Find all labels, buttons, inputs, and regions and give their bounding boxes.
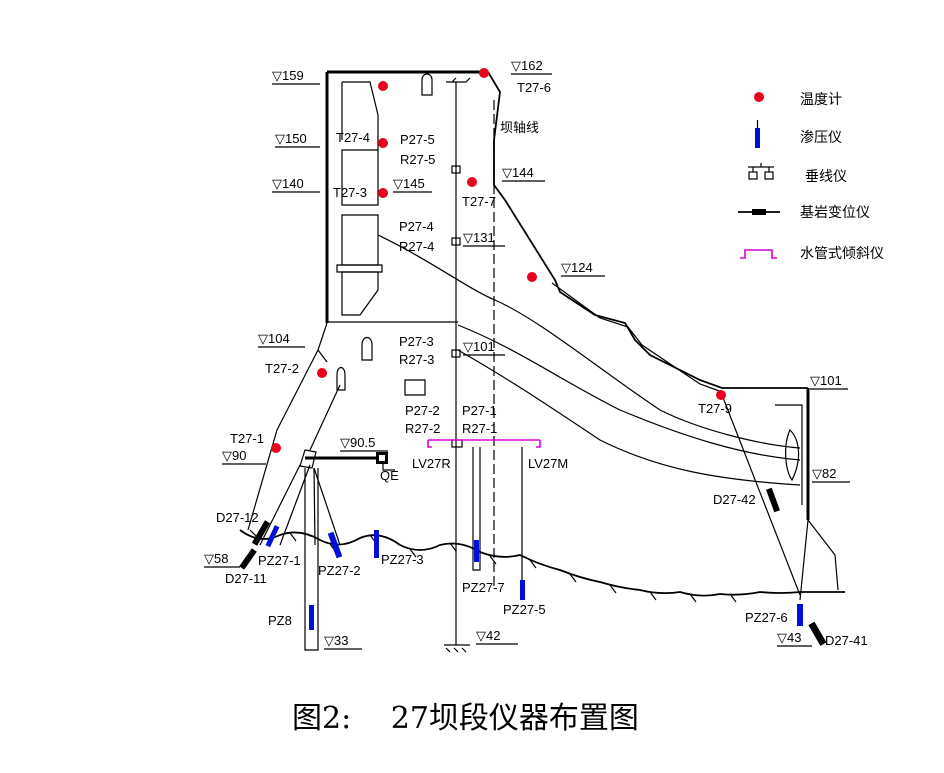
legend-extensometer-icon [738, 209, 780, 215]
label-r27-1: R27-1 [462, 421, 497, 436]
elev-144: ▽144 [502, 165, 534, 180]
elevation-markers: ▽159 ▽162 ▽150 ▽140 ▽145 ▽144 ▽131 ▽124 … [204, 58, 850, 650]
elev-145: ▽145 [393, 176, 425, 191]
label-p27-5: P27-5 [400, 132, 435, 147]
legend-plumb-label: 垂线仪 [805, 169, 847, 185]
legend-thermometer-icon [754, 92, 764, 102]
label-r27-4: R27-4 [399, 239, 434, 254]
thermometers [271, 68, 726, 453]
label-pz27-5: PZ27-5 [503, 602, 546, 617]
label-d27-41: D27-41 [825, 633, 868, 648]
piezometer-pz27-5 [520, 580, 525, 600]
thermometer-t27-3 [378, 188, 388, 198]
label-pz27-7: PZ27-7 [462, 580, 505, 595]
qe-box [376, 452, 388, 464]
elev-90: ▽90 [222, 448, 246, 463]
label-t27-1: T27-1 [230, 431, 264, 446]
label-t27-6: T27-6 [517, 80, 551, 95]
elev-159: ▽159 [272, 68, 304, 83]
thermometer-t27-8 [527, 272, 537, 282]
thermometer-t27-7 [467, 177, 477, 187]
piezometer-pz27-7 [474, 540, 479, 562]
label-d27-11: D27-11 [225, 571, 267, 586]
label-pz27-1: PZ27-1 [258, 553, 301, 568]
piezometer-pz27-2 [327, 531, 343, 559]
piezometer-pz27-1 [265, 525, 280, 548]
legend-tiltmeter-icon [740, 249, 777, 259]
label-qe: QE [380, 468, 399, 483]
label-lv27m: LV27M [528, 456, 568, 471]
elev-101-right: ▽101 [810, 373, 842, 388]
label-lv27r: LV27R [412, 456, 451, 471]
label-t27-4: T27-4 [336, 130, 370, 145]
label-t27-9: T27-9 [698, 401, 732, 416]
label-pz27-6: PZ27-6 [745, 610, 788, 625]
elev-104: ▽104 [258, 331, 290, 346]
thermometer-t27-2 [317, 368, 327, 378]
legend-extensometer-label: 基岩变位仪 [800, 204, 870, 221]
extensometer-d27-41 [808, 621, 827, 646]
dam-outline [247, 70, 839, 591]
tiltmeter-line [427, 439, 541, 448]
label-p27-1: P27-1 [462, 403, 497, 418]
label-pz8: PZ8 [268, 613, 292, 628]
thermometer-top [378, 81, 388, 91]
label-t27-7: T27-7 [462, 194, 496, 209]
boreholes [304, 394, 809, 651]
label-pz27-3: PZ27-3 [381, 552, 424, 567]
piezometers [265, 525, 803, 630]
figure-caption: 图2: 27坝段仪器布置图 [292, 701, 639, 736]
label-dam-axis: 坝轴线 [500, 120, 539, 135]
label-r27-2: R27-2 [405, 421, 440, 436]
extensometer-d27-12 [251, 520, 271, 546]
extensometer-d27-11 [239, 548, 257, 570]
legend: 温度计 渗压仪 垂线仪 基岩变位仪 水管式倾斜仪 [738, 92, 884, 262]
elev-131: ▽131 [463, 230, 495, 245]
piezometer-pz8 [309, 605, 314, 630]
piezometer-pz27-3 [374, 530, 379, 558]
elev-162: ▽162 [511, 58, 543, 73]
label-p27-3: P27-3 [399, 334, 434, 349]
elev-58: ▽58 [204, 551, 228, 566]
label-r27-5: R27-5 [400, 152, 435, 167]
label-d27-12: D27-12 [216, 510, 259, 525]
label-p27-4: P27-4 [399, 219, 434, 234]
extensometers [239, 487, 827, 646]
legend-tiltmeter-label: 水管式倾斜仪 [800, 246, 884, 262]
elev-124: ▽124 [561, 260, 593, 275]
elev-42: ▽42 [476, 628, 500, 643]
label-r27-3: R27-3 [399, 352, 434, 367]
thermometer-t27-9 [716, 390, 726, 400]
legend-piezometer-label: 渗压仪 [800, 130, 842, 146]
label-p27-2: P27-2 [405, 403, 440, 418]
thermometer-t27-4 [378, 138, 388, 148]
legend-piezometer-icon [755, 128, 760, 148]
extensometer-d27-42 [766, 487, 780, 513]
label-t27-2: T27-2 [265, 361, 299, 376]
plumb-line [444, 77, 495, 653]
legend-plumb-icon [748, 163, 774, 180]
label-pz27-2: PZ27-2 [318, 563, 361, 578]
label-t27-3: T27-3 [333, 185, 367, 200]
elev-90-5: ▽90.5 [340, 435, 375, 450]
elev-150: ▽150 [275, 131, 307, 146]
elev-101-mid: ▽101 [463, 339, 495, 354]
elev-82: ▽82 [812, 466, 836, 481]
instrument-labels: T27-6 坝轴线 T27-4 T27-3 P27-5 R27-5 T27-7 … [216, 80, 868, 648]
legend-thermometer-label: 温度计 [800, 92, 842, 108]
thermometer-t27-6 [479, 68, 489, 78]
elev-33: ▽33 [324, 633, 348, 648]
elev-140: ▽140 [272, 176, 304, 191]
piezometer-pz27-6 [797, 604, 803, 626]
elev-43: ▽43 [777, 630, 801, 645]
thermometer-t27-1 [271, 443, 281, 453]
label-d27-42: D27-42 [713, 492, 756, 507]
